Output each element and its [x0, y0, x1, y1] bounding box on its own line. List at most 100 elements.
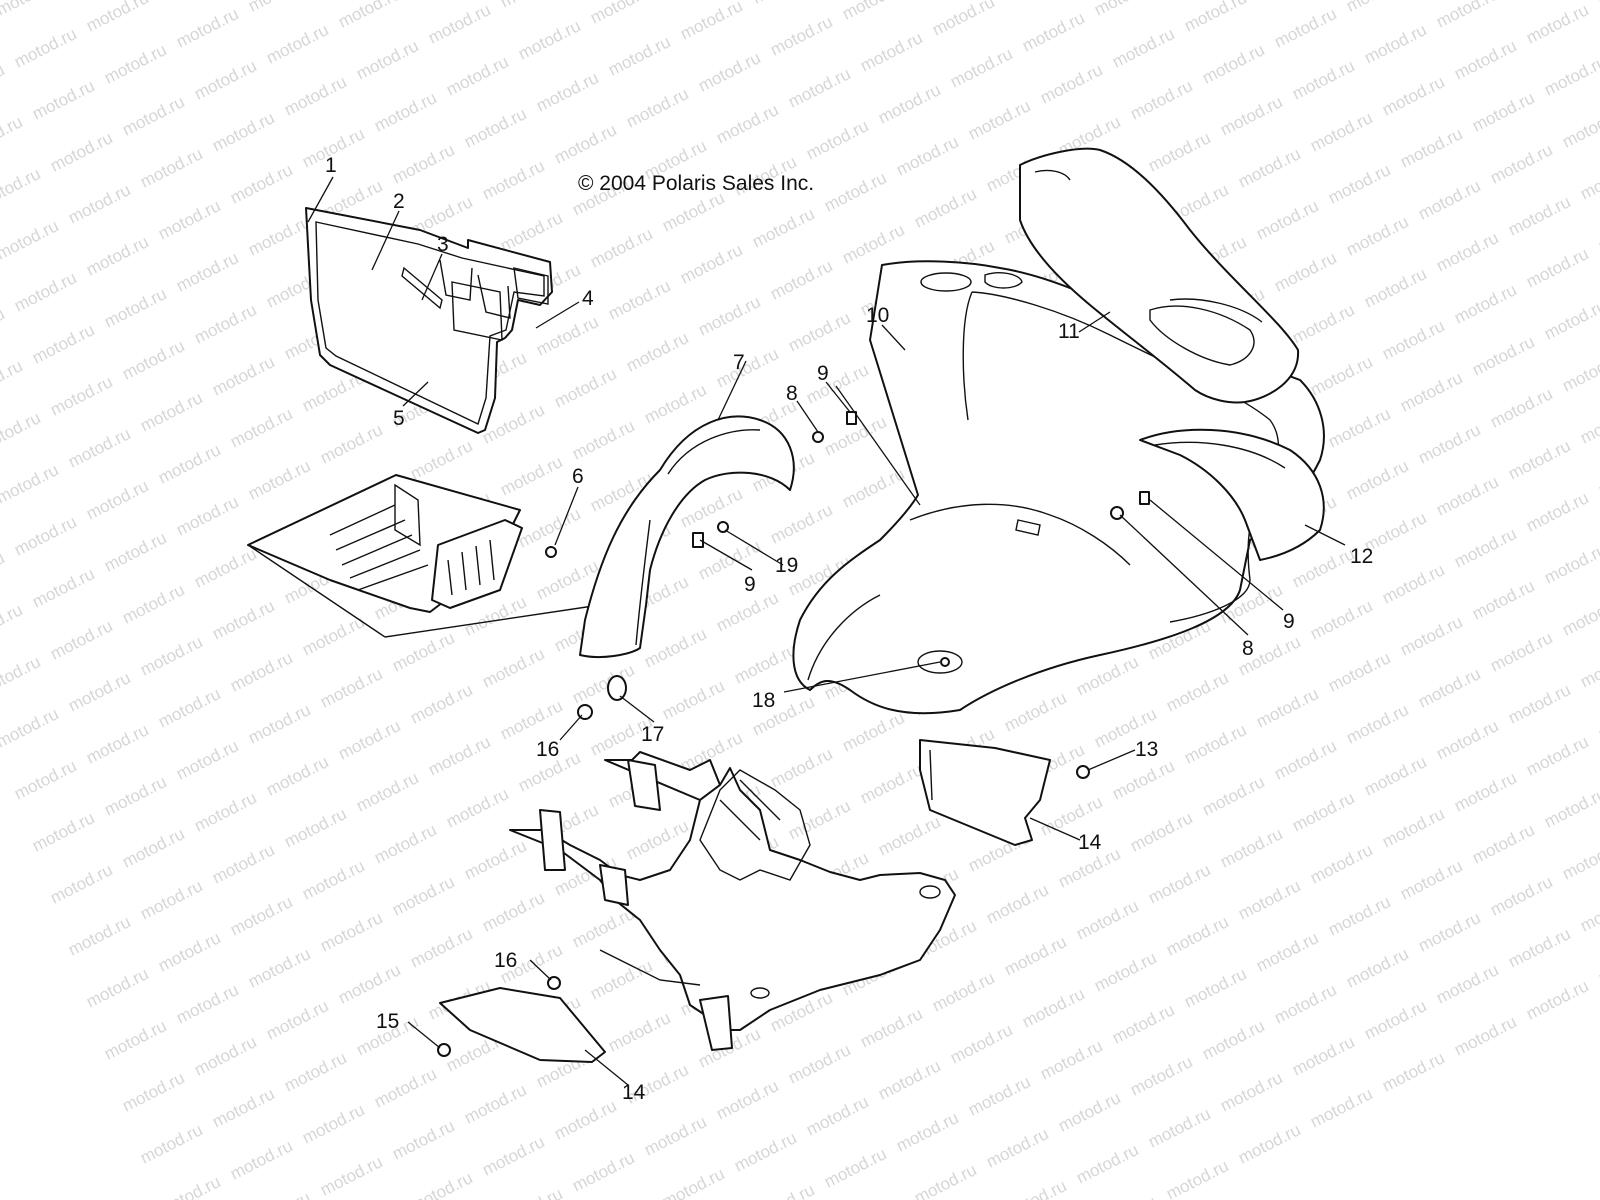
watermark-text: motod.ru: [1469, 576, 1537, 623]
watermark-text: motod.ru: [497, 1184, 565, 1200]
watermark-text: motod.ru: [209, 352, 277, 399]
watermark-text: motod.ru: [569, 1148, 637, 1195]
watermark-text: motod.ru: [1361, 752, 1429, 799]
watermark-text: motod.ru: [749, 1180, 817, 1200]
watermark-text: motod.ru: [1289, 544, 1357, 591]
watermark-text: motod.ru: [965, 1072, 1033, 1119]
watermark-text: motod.ru: [1271, 980, 1339, 1027]
watermark-text: motod.ru: [29, 76, 97, 123]
washer-17: [607, 675, 627, 701]
watermark-text: motod.ru: [371, 88, 439, 135]
watermark-text: motod.ru: [11, 512, 79, 559]
watermark-text: motod.ru: [245, 1188, 313, 1200]
copyright-notice: © 2004 Polaris Sales Inc.: [578, 172, 814, 195]
watermark-text: motod.ru: [1415, 908, 1483, 955]
watermark-text: motod.ru: [65, 180, 133, 227]
watermark-text: motod.ru: [461, 104, 529, 151]
watermark-text: motod.ru: [1019, 8, 1087, 55]
watermark-text: motod.ru: [461, 1080, 529, 1127]
watermark-text: motod.ru: [875, 812, 943, 859]
watermark-text: motod.ru: [1469, 332, 1537, 379]
watermark-text: motod.ru: [137, 144, 205, 191]
watermark-text: motod.ru: [875, 1056, 943, 1103]
watermark-text: motod.ru: [623, 328, 691, 375]
watermark-text: motod.ru: [713, 1076, 781, 1123]
watermark-text: motod.ru: [47, 128, 115, 175]
watermark-text: motod.ru: [551, 364, 619, 411]
side-panel-upper: [919, 739, 1051, 846]
watermark-text: motod.ru: [101, 1016, 169, 1063]
seat: [1019, 147, 1300, 404]
watermark-text: motod.ru: [965, 96, 1033, 143]
watermark-text: motod.ru: [893, 132, 961, 179]
watermark-text: motod.ru: [1289, 1032, 1357, 1079]
watermark-text: motod.ru: [1271, 736, 1339, 783]
left-floorboard: [247, 474, 601, 638]
watermark-text: motod.ru: [137, 388, 205, 435]
watermark-text: motod.ru: [263, 752, 331, 799]
watermark-text: motod.ru: [767, 500, 835, 547]
watermark-text: motod.ru: [173, 248, 241, 295]
watermark-text: motod.ru: [1379, 804, 1447, 851]
watermark-text: motod.ru: [479, 156, 547, 203]
watermark-text: motod.ru: [551, 1096, 619, 1143]
watermark-text: motod.ru: [479, 888, 547, 935]
watermark-text: motod.ru: [1469, 820, 1537, 867]
watermark-text: motod.ru: [1343, 700, 1411, 747]
watermark-text: motod.ru: [1289, 788, 1357, 835]
watermark-text: motod.ru: [1559, 836, 1600, 883]
watermark-text: motod.ru: [1217, 92, 1285, 139]
watermark-text: motod.ru: [155, 684, 223, 731]
watermark-text: motod.ru: [1433, 960, 1501, 1007]
bolt-19: [717, 521, 729, 533]
watermark-text: motod.ru: [47, 860, 115, 907]
watermark-text: motod.ru: [245, 212, 313, 259]
watermark-text: motod.ru: [1577, 644, 1600, 691]
watermark-text: motod.ru: [1595, 452, 1600, 499]
watermark-text: motod.ru: [371, 820, 439, 867]
watermark-text: motod.ru: [1559, 348, 1600, 395]
watermark-text: motod.ru: [479, 1132, 547, 1179]
watermark-text: motod.ru: [767, 256, 835, 303]
watermark-text: motod.ru: [1541, 540, 1600, 587]
watermark-text: motod.ru: [1397, 368, 1465, 415]
watermark-text: motod.ru: [407, 680, 475, 727]
watermark-text: motod.ru: [227, 892, 295, 939]
watermark-text: motod.ru: [227, 1136, 295, 1183]
watermark-text: motod.ru: [1325, 404, 1393, 451]
callout-14-upper: 14: [1078, 831, 1102, 854]
watermark-text: motod.ru: [155, 928, 223, 975]
clip-9-top: [846, 411, 857, 425]
watermark-text: motod.ru: [1343, 944, 1411, 991]
watermark-text: motod.ru: [839, 464, 907, 511]
watermark-text: motod.ru: [641, 1112, 709, 1159]
watermark-text: motod.ru: [1001, 688, 1069, 735]
watermark-text: motod.ru: [29, 808, 97, 855]
watermark-text: motod.ru: [785, 1040, 853, 1087]
watermark-text: motod.ru: [695, 48, 763, 95]
watermark-text: motod.ru: [659, 676, 727, 723]
watermark-text: motod.ru: [245, 944, 313, 991]
watermark-text: motod.ru: [731, 1128, 799, 1175]
watermark-text: motod.ru: [1001, 0, 1069, 4]
watermark-text: motod.ru: [641, 624, 709, 671]
watermark-text: motod.ru: [677, 0, 745, 44]
watermark-text: motod.ru: [407, 436, 475, 483]
watermark-text: motod.ru: [1433, 228, 1501, 275]
rear-fender: [1139, 428, 1325, 561]
watermark-text: motod.ru: [29, 320, 97, 367]
watermark-text: motod.ru: [1523, 244, 1591, 291]
watermark-text: motod.ru: [1343, 456, 1411, 503]
watermark-text: motod.ru: [1577, 156, 1600, 203]
watermark-text: motod.ru: [353, 768, 421, 815]
watermark-text: motod.ru: [947, 1020, 1015, 1067]
watermark-text: motod.ru: [1235, 144, 1303, 191]
watermark-text: motod.ru: [299, 612, 367, 659]
watermark-text: motod.ru: [1217, 824, 1285, 871]
watermark-text: motod.ru: [1127, 76, 1195, 123]
watermark-text: motod.ru: [767, 744, 835, 791]
clip-9-mid: [692, 532, 704, 548]
callout-19: 19: [775, 554, 798, 577]
watermark-text: motod.ru: [857, 760, 925, 807]
watermark-text: motod.ru: [1505, 924, 1573, 971]
